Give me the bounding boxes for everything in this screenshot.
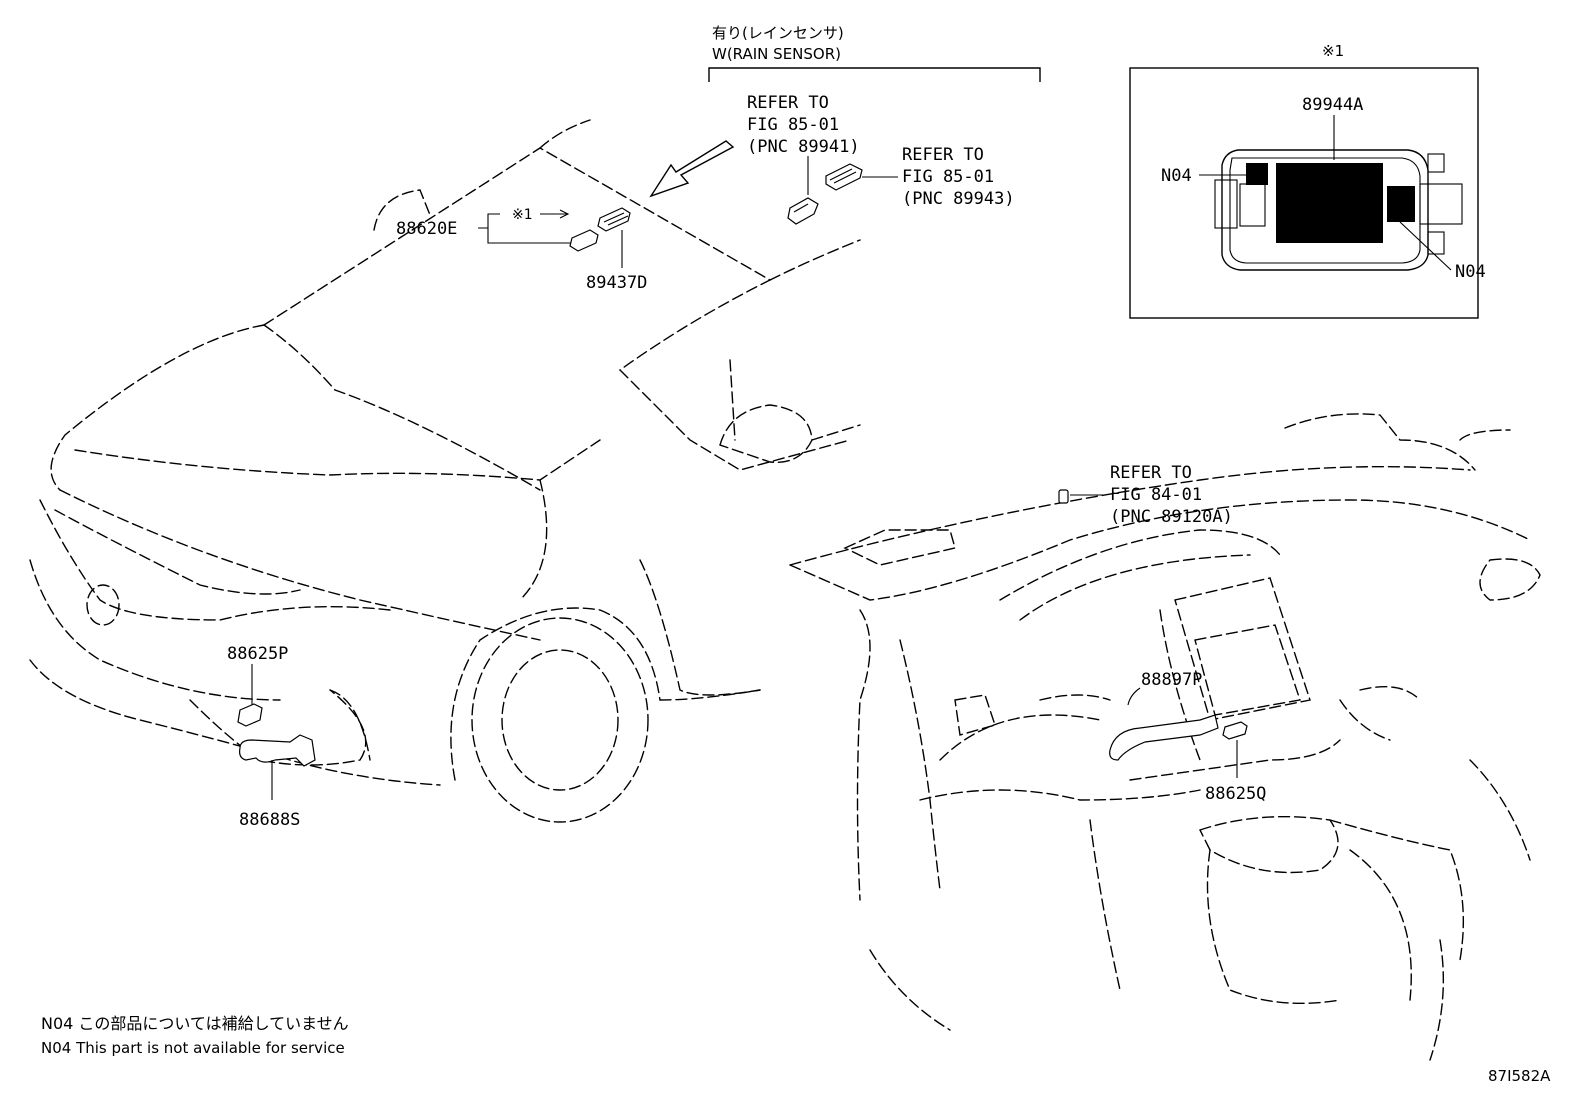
rain-sensor-cover-89943 [825, 163, 863, 191]
wheel-arch [450, 607, 661, 781]
inset-mark: ※1 [1322, 42, 1344, 60]
direction-arrow [649, 140, 735, 198]
refer-85-01-a-line3: (PNC 89941) [747, 137, 860, 157]
sensor-88625p [237, 703, 263, 727]
refer-fig-84-01: REFER TO FIG 84-01 (PNC 89120A) [1058, 463, 1233, 527]
side-mirror [719, 404, 813, 464]
inset-detail: ※1 89944A N04 N04 [1129, 42, 1486, 319]
label-n04-left: N04 [1161, 166, 1192, 186]
sensor-housing [1221, 149, 1429, 271]
refer-85-01-b-line1: REFER TO [902, 145, 984, 165]
refer-84-01-line1: REFER TO [1110, 463, 1192, 483]
rain-sensor-part-89941 [787, 197, 819, 225]
bracket-88688s [239, 734, 316, 767]
front-bumper [39, 499, 391, 621]
rain-sensor-header: 有り(レインセンサ) W(RAIN SENSOR) [708, 24, 1041, 82]
note-jp: N04 この部品については補給していません [41, 1014, 349, 1033]
hood-outline [50, 324, 265, 491]
bulb-89120a [1058, 489, 1069, 504]
label-88620e: 88620E [396, 219, 457, 239]
refer-85-01-b-line2: FIG 85-01 [902, 167, 994, 187]
dash-top-edge [789, 465, 1471, 566]
refer-84-01-line2: FIG 84-01 [1110, 485, 1202, 505]
windshield-outline [263, 147, 772, 371]
refer-84-01-line3: (PNC 89120A) [1110, 507, 1233, 527]
refer-85-01-b-line3: (PNC 89943) [902, 189, 1015, 209]
sensor-bracket-88620e [569, 229, 599, 252]
header-jp: 有り(レインセンサ) [712, 24, 844, 42]
n04-block-left [1246, 163, 1268, 185]
refer-85-01-a-line2: FIG 85-01 [747, 115, 839, 135]
inset-frame [1129, 67, 1479, 319]
label-88688s: 88688S [239, 810, 300, 830]
side-vent-right [1479, 558, 1541, 601]
header-en: W(RAIN SENSOR) [712, 45, 841, 63]
label-88897p: 88897P [1141, 670, 1202, 690]
figure-id: 87I582A [1488, 1067, 1551, 1085]
interior-sensor-parts: 88897P 88625Q [1109, 670, 1266, 804]
windshield-parts: 88620E ※1 89437D [396, 207, 647, 293]
refer-85-01-a-line1: REFER TO [747, 93, 829, 113]
center-display [1174, 577, 1311, 721]
defrost-vent [843, 529, 956, 566]
label-89944a: 89944A [1302, 95, 1363, 115]
n04-block-right [1387, 186, 1415, 222]
sensor-88625q [1222, 721, 1248, 740]
dashboard-interior [789, 413, 1541, 1061]
windshield-mark: ※1 [512, 207, 533, 223]
sensor-cover-89437d [597, 207, 631, 232]
label-88625q: 88625Q [1205, 784, 1266, 804]
center-console [1199, 815, 1339, 874]
car-exterior [29, 119, 861, 823]
header-bracket [708, 67, 1041, 82]
label-n04-right: N04 [1455, 262, 1486, 282]
label-89437d: 89437D [586, 273, 647, 293]
footnotes: N04 この部品については補給していません N04 This part is n… [41, 1014, 1551, 1085]
front-wheel [471, 617, 649, 823]
sensor-chip [1276, 163, 1383, 243]
left-vent [954, 694, 996, 736]
label-88625p: 88625P [227, 644, 288, 664]
refer-fig-85-01-89941: REFER TO FIG 85-01 (PNC 89941) [747, 93, 860, 225]
note-en: N04 This part is not available for servi… [41, 1039, 345, 1057]
refer-fig-85-01-89943: REFER TO FIG 85-01 (PNC 89943) [825, 145, 1015, 209]
front-sensor-parts: 88625P 88688S [227, 644, 316, 830]
hose-88897p [1109, 714, 1219, 761]
